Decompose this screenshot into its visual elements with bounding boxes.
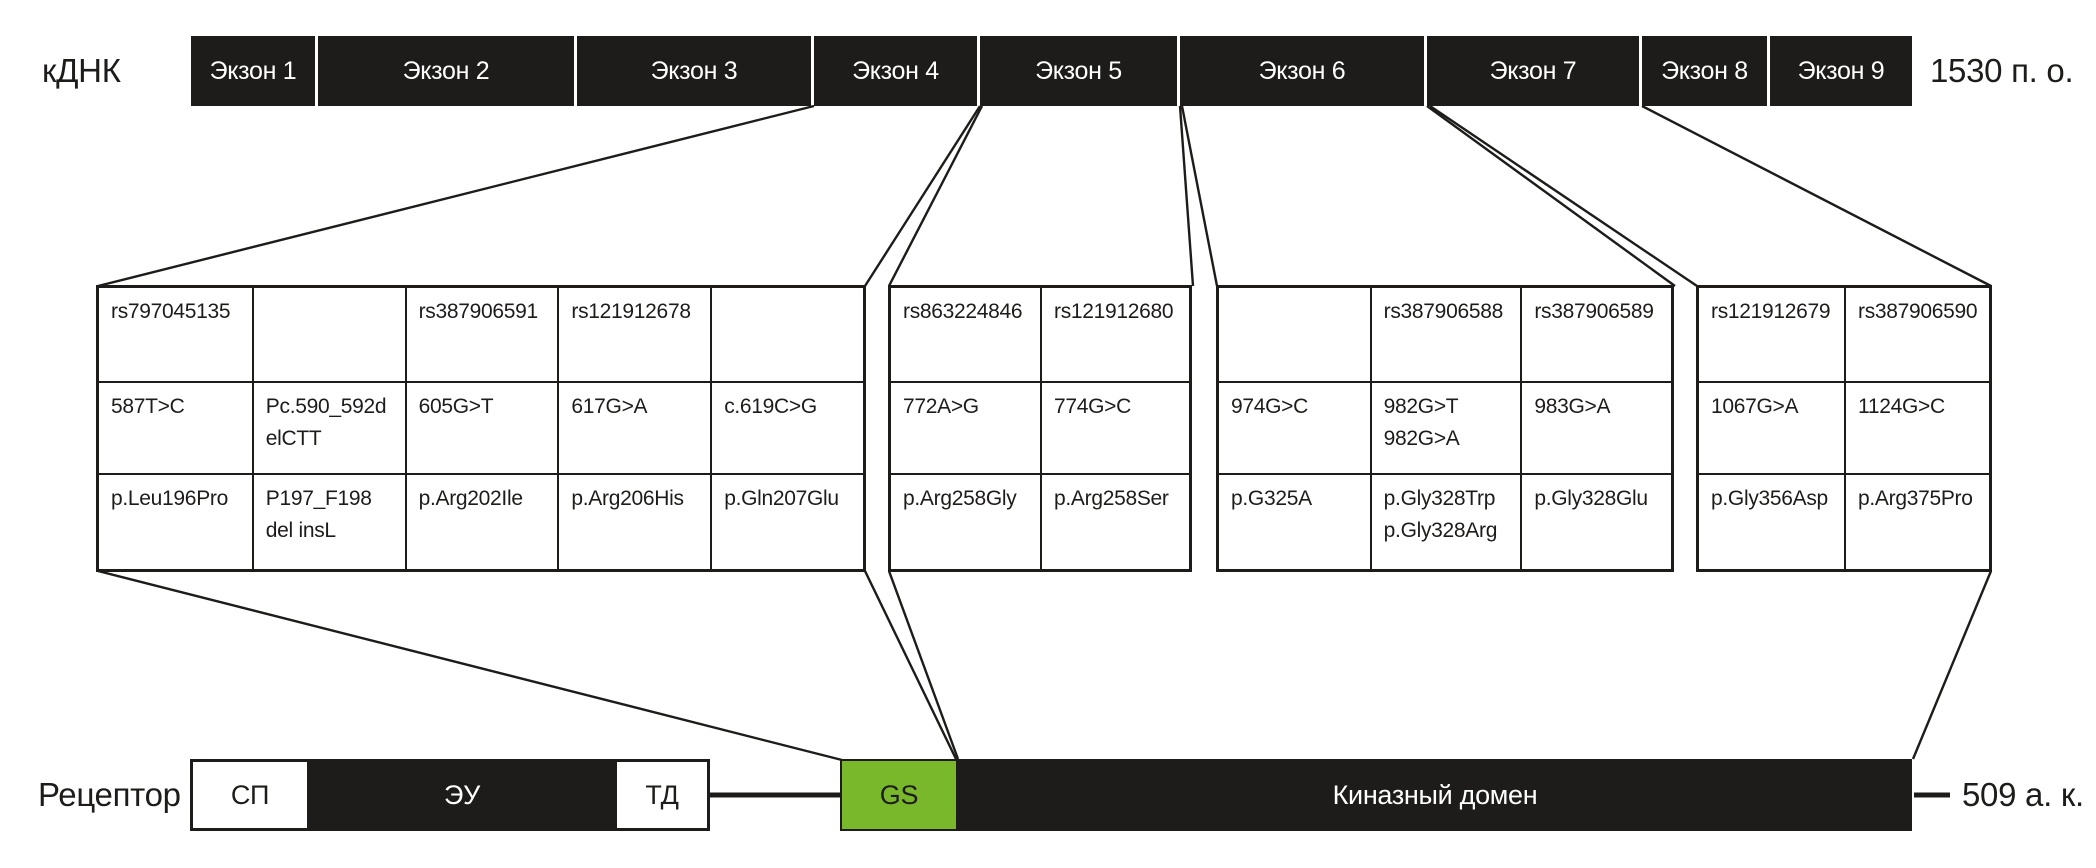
rsid-cell: rs863224846: [903, 300, 1023, 323]
cdna-label: кДНК: [42, 52, 121, 89]
connector-line: [863, 105, 982, 287]
protein-change-cell: p.Leu196Pro: [99, 473, 252, 569]
rsid-cell: [710, 288, 863, 381]
rsid-cell: rs797045135: [111, 300, 231, 323]
rsid-cell: [1219, 288, 1370, 381]
receptor-segment: ЭУ: [310, 759, 614, 831]
exon-segment: Экзон 8: [1642, 36, 1767, 106]
nucleotide-change-cell: 617G>A: [557, 381, 711, 473]
connector-line: [1180, 105, 1219, 287]
rsid-cell: rs121912680: [1040, 288, 1189, 381]
exon-segment: Экзон 3: [577, 36, 811, 106]
protein-change-cell: p.Arg206His: [557, 473, 711, 569]
receptor-label: Рецептор: [38, 776, 181, 813]
protein-change-cell: p.Arg258Ser: [1040, 473, 1189, 569]
exon-segment: Экзон 7: [1427, 36, 1639, 106]
rsid-cell: rs387906590: [1844, 288, 1989, 381]
rsid-cell: rs121912678: [557, 288, 710, 381]
nucleotide-change-cell: 1124G>C: [1844, 381, 1989, 473]
protein-change-cell: p.Arg375Pro: [1844, 473, 1989, 569]
connector-line: [1178, 105, 1195, 287]
receptor-segment: СП: [190, 759, 310, 831]
exon-segment: Экзон 6: [1180, 36, 1424, 106]
protein-change-cell: p.Arg202Ile: [404, 473, 558, 569]
exon-segment: Экзон 5: [980, 36, 1177, 106]
nucleotide-change-cell: c.619C>G: [710, 381, 863, 473]
nucleotide-change-cell: 983G>A: [1520, 381, 1671, 473]
connector-line: [1429, 105, 1698, 287]
protein-change-cell: p.Gln207Glu: [710, 473, 863, 569]
nucleotide-change-cell: 605G>T: [404, 381, 558, 473]
receptor-segment: Киназный домен: [958, 759, 1912, 831]
nucleotide-change-cell: 587T>C: [99, 381, 252, 473]
connector-line: [863, 570, 958, 760]
protein-change-cell: P197_F198 del insL: [251, 473, 405, 569]
connector-line: [887, 570, 960, 760]
protein-change-cell: p.Arg258Gly: [891, 473, 1040, 569]
exon-segment: Экзон 9: [1770, 36, 1912, 106]
exon-segment: Экзон 2: [318, 36, 574, 106]
rsid-cell: rs387906588: [1369, 288, 1521, 381]
cdna-length-label: 1530 п. о.: [1930, 52, 2074, 89]
protein-change-cell: p.Gly328Glu: [1520, 473, 1671, 569]
connector-line: [97, 569, 843, 762]
nucleotide-change-cell: 772A>G: [891, 381, 1040, 473]
rsid-cell: [251, 288, 405, 381]
receptor-segment: ТД: [614, 759, 710, 831]
nucleotide-change-cell: 982G>T 982G>A: [1369, 381, 1521, 473]
exon-segment: Экзон 1: [191, 36, 315, 106]
connector-line: [1641, 104, 1992, 288]
rsid-cell: rs121912679: [1711, 300, 1831, 323]
receptor-length-label: 509 а. к.: [1962, 776, 2084, 813]
connector-line: [887, 105, 984, 287]
connector-line: [1426, 105, 1676, 287]
protein-change-cell: p.Gly328Trp p.Gly328Arg: [1369, 473, 1521, 569]
rsid-cell: rs387906591: [404, 288, 558, 381]
nucleotide-change-cell: 774G>C: [1040, 381, 1189, 473]
protein-change-cell: p.Gly356Asp: [1699, 473, 1844, 569]
connector-line: [1911, 570, 1993, 760]
protein-change-cell: p.G325A: [1219, 473, 1370, 569]
rsid-cell: rs387906589: [1520, 288, 1671, 381]
receptor-segment: GS: [840, 759, 958, 831]
exon-segment: Экзон 4: [814, 36, 977, 106]
nucleotide-change-cell: 974G>C: [1219, 381, 1370, 473]
nucleotide-change-cell: Pc.590_592d elCTT: [251, 381, 405, 473]
nucleotide-change-cell: 1067G>A: [1699, 381, 1844, 473]
connector-line: [97, 104, 815, 288]
